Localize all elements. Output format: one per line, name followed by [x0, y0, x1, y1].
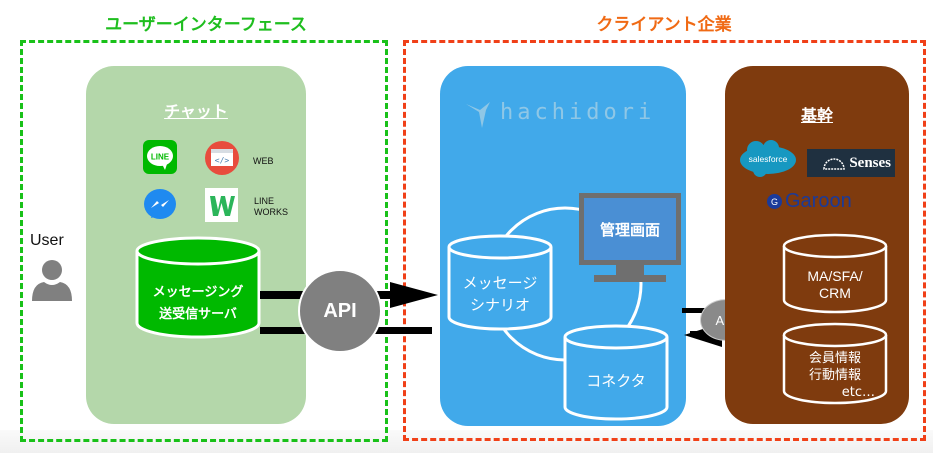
chat-heading: チャット [164, 102, 228, 121]
member-data-line2: 行動情報 [808, 368, 861, 383]
ma-sfa-crm-line1: MA/SFA/ [807, 268, 863, 284]
web-code-icon[interactable]: </> [204, 140, 240, 176]
core-heading: 基幹 [800, 106, 833, 125]
svg-text:LINE: LINE [151, 153, 170, 162]
svg-text:</>: </> [215, 156, 230, 165]
ma-sfa-crm-line2: CRM [819, 285, 851, 301]
salesforce-logo-icon: salesforce [740, 140, 796, 177]
web-label: WEB [253, 156, 274, 166]
garoon-text: Garoon [785, 190, 852, 212]
messaging-server-line2: 送受信サーバ [159, 307, 237, 322]
member-data-cylinder [782, 322, 888, 405]
scenario-line2: シナリオ [469, 296, 530, 314]
monitor-stand [594, 265, 666, 282]
lineworks-label: LINE WORKS [254, 196, 288, 218]
senses-fan-icon [823, 158, 846, 170]
connector-cylinder [563, 324, 669, 421]
arrow-to-hachidori-head [390, 282, 438, 308]
hummingbird-logo-icon [466, 102, 490, 128]
member-data-line3: etc… [841, 385, 875, 400]
ma-sfa-crm-label: MA/SFA/ CRM [781, 268, 889, 302]
senses-text: Senses [849, 154, 891, 171]
user-label: User [30, 232, 64, 249]
salesforce-text: salesforce [749, 154, 788, 164]
lineworks-label-line1: LINE [254, 196, 275, 206]
person-icon [32, 260, 72, 301]
messaging-server-label: メッセージング 送受信サーバ [134, 282, 262, 326]
member-data-line1: 会員情報 [808, 351, 861, 366]
user-interface-title: ユーザーインターフェース [105, 15, 307, 35]
messenger-icon[interactable] [143, 188, 177, 224]
senses-logo: Senses [807, 149, 895, 177]
client-company-boundary [403, 40, 926, 441]
bottom-shadow [0, 430, 933, 453]
scenario-cylinder [447, 234, 553, 331]
lineworks-icon[interactable] [205, 188, 238, 222]
scenario-line1: メッセージ [462, 274, 538, 292]
client-company-title: クライアント企業 [596, 15, 732, 35]
scenario-label: メッセージ シナリオ [446, 272, 554, 316]
garoon-g-icon: G [767, 194, 782, 209]
messaging-server-cylinder [135, 236, 261, 339]
connector-label: コネクタ [586, 372, 646, 390]
ma-sfa-crm-cylinder [782, 233, 888, 314]
member-data-label: 会員情報 行動情報 etc… [781, 350, 889, 401]
hachidori-logo: hachidori [500, 100, 656, 125]
lineworks-label-line2: WORKS [254, 207, 289, 217]
garoon-logo: G Garoon [767, 190, 852, 213]
messaging-server-line1: メッセージング [152, 285, 244, 300]
admin-screen-monitor: 管理画面 [579, 193, 681, 265]
user-interface-boundary [20, 40, 388, 442]
line-icon[interactable]: LINE [143, 140, 177, 174]
api-main-circle: API [298, 269, 382, 353]
